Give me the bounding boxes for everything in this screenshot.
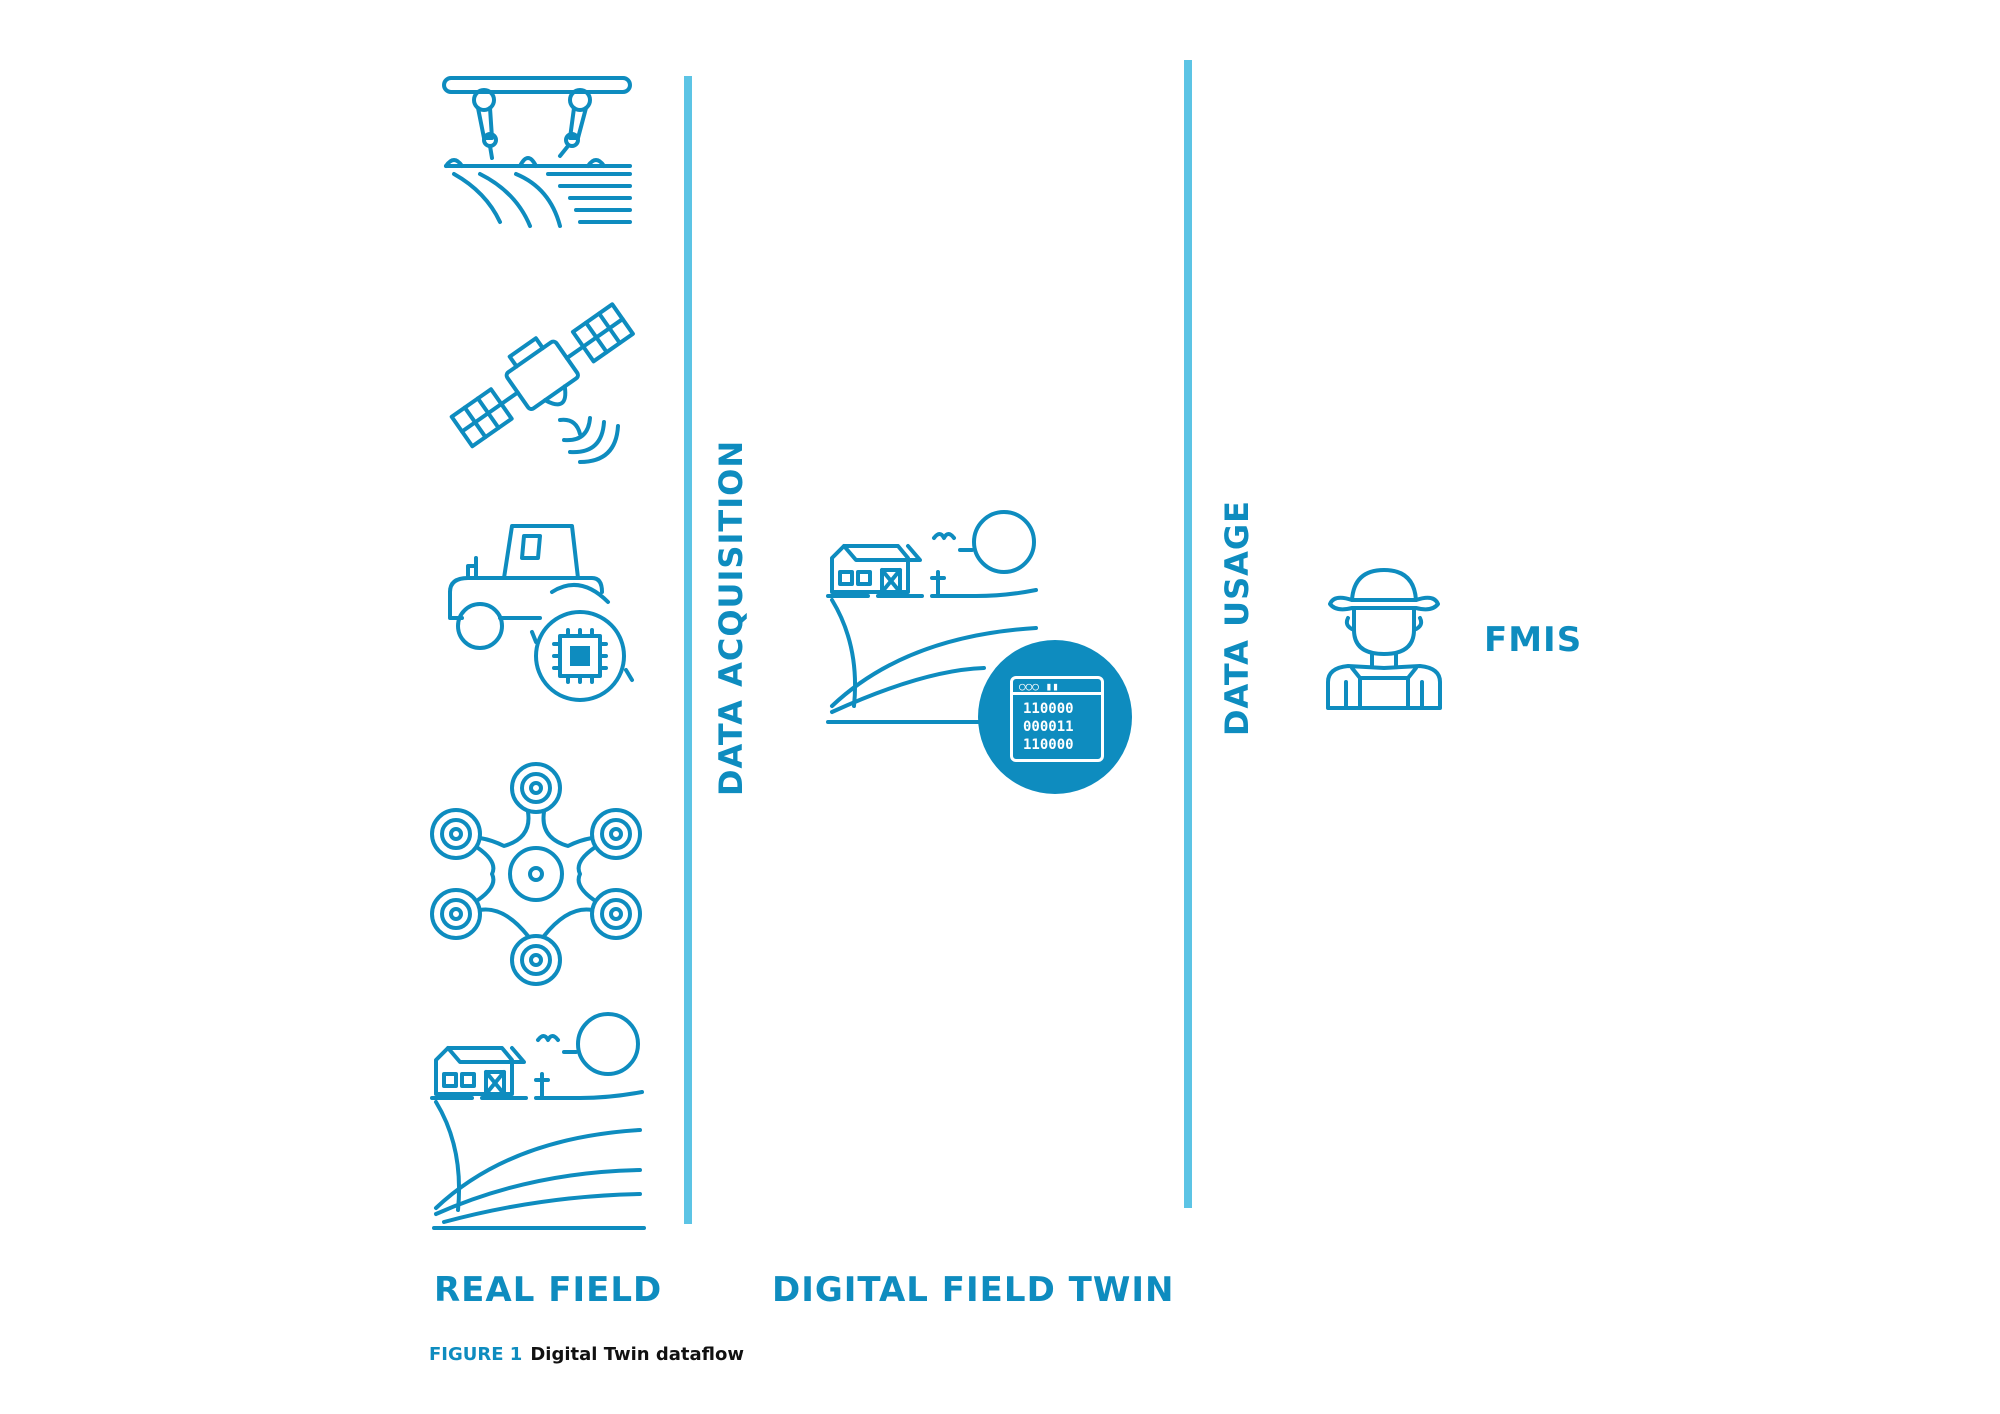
divider-usage [1184,60,1192,1208]
robot-arms-field-icon [442,76,632,228]
fmis-label: FMIS [1484,620,1583,660]
drone-icon [430,762,642,986]
data-binary-line-2: 000011 [1023,719,1074,735]
digital-field-twin-label: DIGITAL FIELD TWIN [772,1270,1175,1310]
satellite-icon [449,302,635,464]
real-field-label: REAL FIELD [434,1270,663,1310]
tractor-chip-icon [448,524,634,702]
data-window-icon: ○○○ ▮▮ 110000 000011 110000 [1010,676,1104,762]
digital-farm-icon [826,510,1038,724]
data-acquisition-label: DATA ACQUISITION [712,439,750,796]
data-binary-line-1: 110000 [1023,701,1074,717]
divider-acquisition [684,76,692,1224]
data-badge-icon [978,640,1132,794]
figure-caption-text: Digital Twin dataflow [530,1344,744,1365]
figure-number: FIGURE 1 [429,1344,523,1365]
data-binary-line-3: 110000 [1023,737,1074,753]
farmer-icon [1326,568,1442,710]
farm-field-icon [430,1012,646,1230]
data-window-titlebar: ○○○ ▮▮ [1013,679,1101,695]
data-usage-label: DATA USAGE [1218,499,1256,736]
figure-caption: FIGURE 1 Digital Twin dataflow [429,1344,744,1365]
